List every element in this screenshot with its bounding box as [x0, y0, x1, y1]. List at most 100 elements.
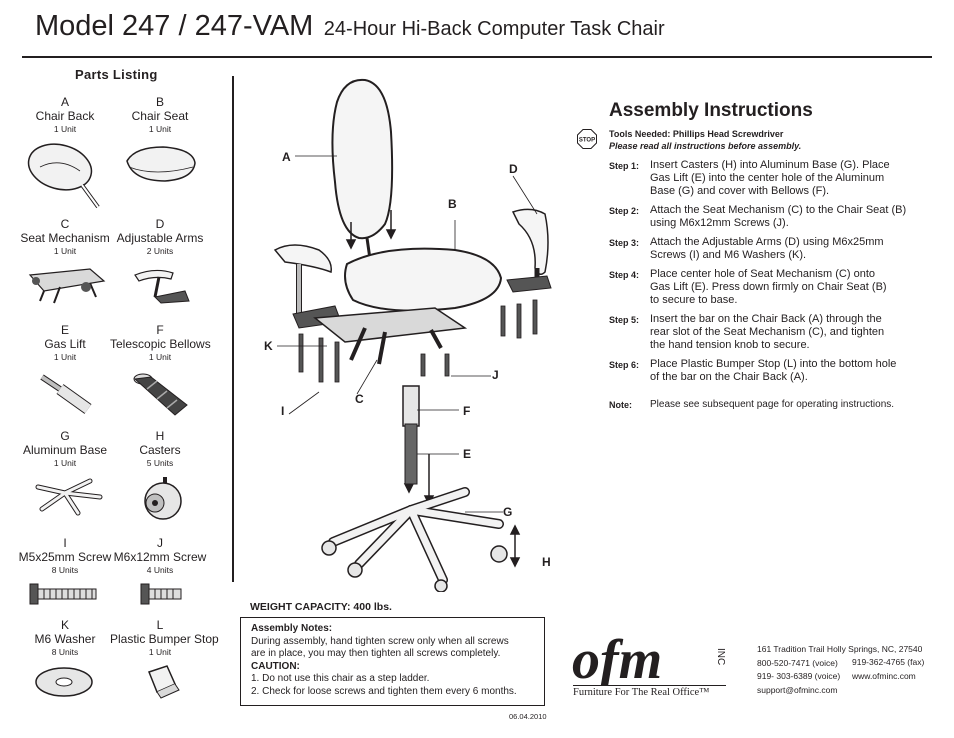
revision-date: 06.04.2010	[509, 712, 547, 721]
assembly-notes-box: Assembly Notes: During assembly, hand ti…	[240, 617, 545, 706]
part-units: 4 Units	[146, 565, 174, 575]
step-line: of the bar on the Chair Back (A).	[650, 371, 808, 383]
step-label: Step 2:	[609, 206, 640, 216]
notes-line: During assembly, hand tighten screw only…	[251, 635, 509, 647]
website-link[interactable]: www.ofminc.com	[852, 671, 916, 681]
step-line: Insert Casters (H) into Aluminum Base (G…	[650, 159, 890, 171]
step-text: Attach the Adjustable Arms (D) using M6x…	[650, 236, 884, 262]
callout-k: K	[264, 339, 273, 353]
stop-sign-icon: STOP	[577, 129, 597, 149]
part-letter: D	[155, 217, 165, 231]
part-chair-seat: B Chair Seat 1 Unit	[110, 95, 210, 187]
callout-a: A	[282, 150, 291, 164]
model-subtitle: 24-Hour Hi-Back Computer Task Chair	[323, 18, 665, 40]
part-letter: A	[60, 95, 69, 109]
model-title: Model 247 / 247-VAM	[35, 10, 314, 42]
callout-i: I	[281, 404, 285, 418]
phone-voice-1: 800-520-7471 (voice)	[757, 658, 838, 668]
step-line: Place center hole of Seat Mechanism (C) …	[650, 268, 876, 280]
part-units: 1 Unit	[53, 352, 77, 362]
part-units: 5 Units	[146, 458, 174, 468]
part-name: Gas Lift	[44, 337, 86, 351]
caution-line: 1. Do not use this chair as a step ladde…	[251, 673, 430, 684]
part-units: 1 Unit	[148, 647, 172, 657]
bellows-icon	[133, 373, 188, 416]
step-5: Step 5: Insert the bar on the Chair Back…	[609, 313, 939, 352]
fax-number: 919-362-4765 (fax)	[852, 657, 925, 667]
part-m5x25mm-screw: I M5x25mm Screw 8 Units	[15, 536, 115, 608]
assembly-title: Assembly Instructions	[609, 100, 813, 121]
step-line: Attach the Seat Mechanism (C) to the Cha…	[650, 204, 907, 216]
step-label: Step 4:	[609, 270, 640, 280]
part-letter: I	[63, 536, 67, 550]
adjustable-arm-icon	[134, 269, 190, 304]
step-text: Insert the bar on the Chair Back (A) thr…	[650, 313, 884, 352]
logo-wordmark: ofm	[572, 630, 662, 686]
part-casters: H Casters 5 Units	[110, 429, 210, 523]
tools-text: Tools Needed: Phillips Head Screwdriver	[609, 129, 784, 139]
caster-icon	[144, 477, 182, 520]
part-units: 2 Units	[146, 246, 174, 256]
part-name: Chair Back	[35, 109, 95, 123]
chair-exploded-diagram	[273, 78, 552, 592]
step-2: Step 2: Attach the Seat Mechanism (C) to…	[609, 204, 939, 230]
logo-suffix: INC	[715, 648, 726, 665]
step-label: Step 3:	[609, 238, 640, 248]
short-screw-icon	[140, 583, 182, 605]
part-chair-back: A Chair Back 1 Unit	[15, 95, 115, 211]
company-tagline: Furniture For The Real Office™	[573, 685, 726, 698]
callout-g: G	[503, 505, 513, 519]
part-name: Chair Seat	[131, 109, 189, 123]
step-line: Insert the bar on the Chair Back (A) thr…	[650, 313, 882, 325]
note-text: Please see subsequent page for operating…	[650, 399, 895, 410]
step-label: Step 5:	[609, 315, 640, 325]
stop-sign-label: STOP	[579, 138, 595, 144]
chair-seat-icon	[126, 146, 196, 182]
step-text: Attach the Seat Mechanism (C) to the Cha…	[650, 204, 906, 230]
step-text: Place center hole of Seat Mechanism (C) …	[650, 268, 887, 307]
callout-h: H	[542, 555, 551, 569]
step-line: Gas Lift (E) into the center hole of the…	[650, 172, 885, 184]
part-letter: E	[60, 323, 69, 337]
gas-lift-icon	[40, 374, 92, 414]
step-text: Insert Casters (H) into Aluminum Base (G…	[650, 159, 890, 198]
part-letter: K	[60, 618, 69, 632]
company-address: 161 Tradition Trail Holly Springs, NC, 2…	[757, 644, 923, 654]
step-line: Gas Lift (E). Press down firmly on Chair…	[650, 281, 887, 293]
ofm-logo: ofm INC	[572, 630, 726, 686]
part-m6x12mm-screw: J M6x12mm Screw 4 Units	[110, 536, 210, 608]
step-line: to secure to base.	[650, 294, 738, 306]
part-m6-washer: K M6 Washer 8 Units	[15, 618, 115, 702]
part-units: 1 Unit	[148, 124, 172, 134]
bumper-stop-icon	[148, 665, 180, 699]
part-name: Telescopic Bellows	[110, 337, 211, 351]
tagline-text: Furniture For The Real Office™	[573, 687, 710, 698]
parts-listing-title: Parts Listing	[75, 67, 158, 82]
step-text: Place Plastic Bumper Stop (L) into the b…	[650, 358, 896, 384]
weight-capacity: WEIGHT CAPACITY: 400 lbs.	[250, 601, 392, 613]
washer-icon	[35, 667, 93, 697]
step-line: Base (G) and cover with Bellows (F).	[650, 185, 830, 197]
read-warning: Please read all instructions before asse…	[609, 141, 802, 151]
part-units: 8 Units	[51, 647, 79, 657]
part-units: 1 Unit	[53, 458, 77, 468]
step-label: Step 1:	[609, 161, 640, 171]
part-aluminum-base: G Aluminum Base 1 Unit	[15, 429, 115, 517]
note-label: Note:	[609, 400, 632, 410]
step-3: Step 3: Attach the Adjustable Arms (D) u…	[609, 236, 939, 262]
part-name: Plastic Bumper Stop	[110, 632, 219, 646]
part-name: Adjustable Arms	[116, 231, 204, 245]
tagline-rule	[573, 685, 726, 686]
part-letter: C	[60, 217, 70, 231]
part-gas-lift: E Gas Lift 1 Unit	[15, 323, 115, 417]
parts-divider	[232, 76, 234, 582]
part-units: 1 Unit	[148, 352, 172, 362]
assembly-steps: Step 1: Insert Casters (H) into Aluminum…	[609, 159, 939, 417]
part-name: M5x25mm Screw	[18, 550, 112, 564]
part-units: 1 Unit	[53, 246, 77, 256]
callout-d: D	[509, 162, 518, 176]
support-email[interactable]: support@ofminc.com	[757, 685, 838, 695]
callout-f: F	[463, 404, 471, 418]
part-name: M6 Washer	[34, 632, 96, 646]
callout-e: E	[463, 447, 472, 461]
